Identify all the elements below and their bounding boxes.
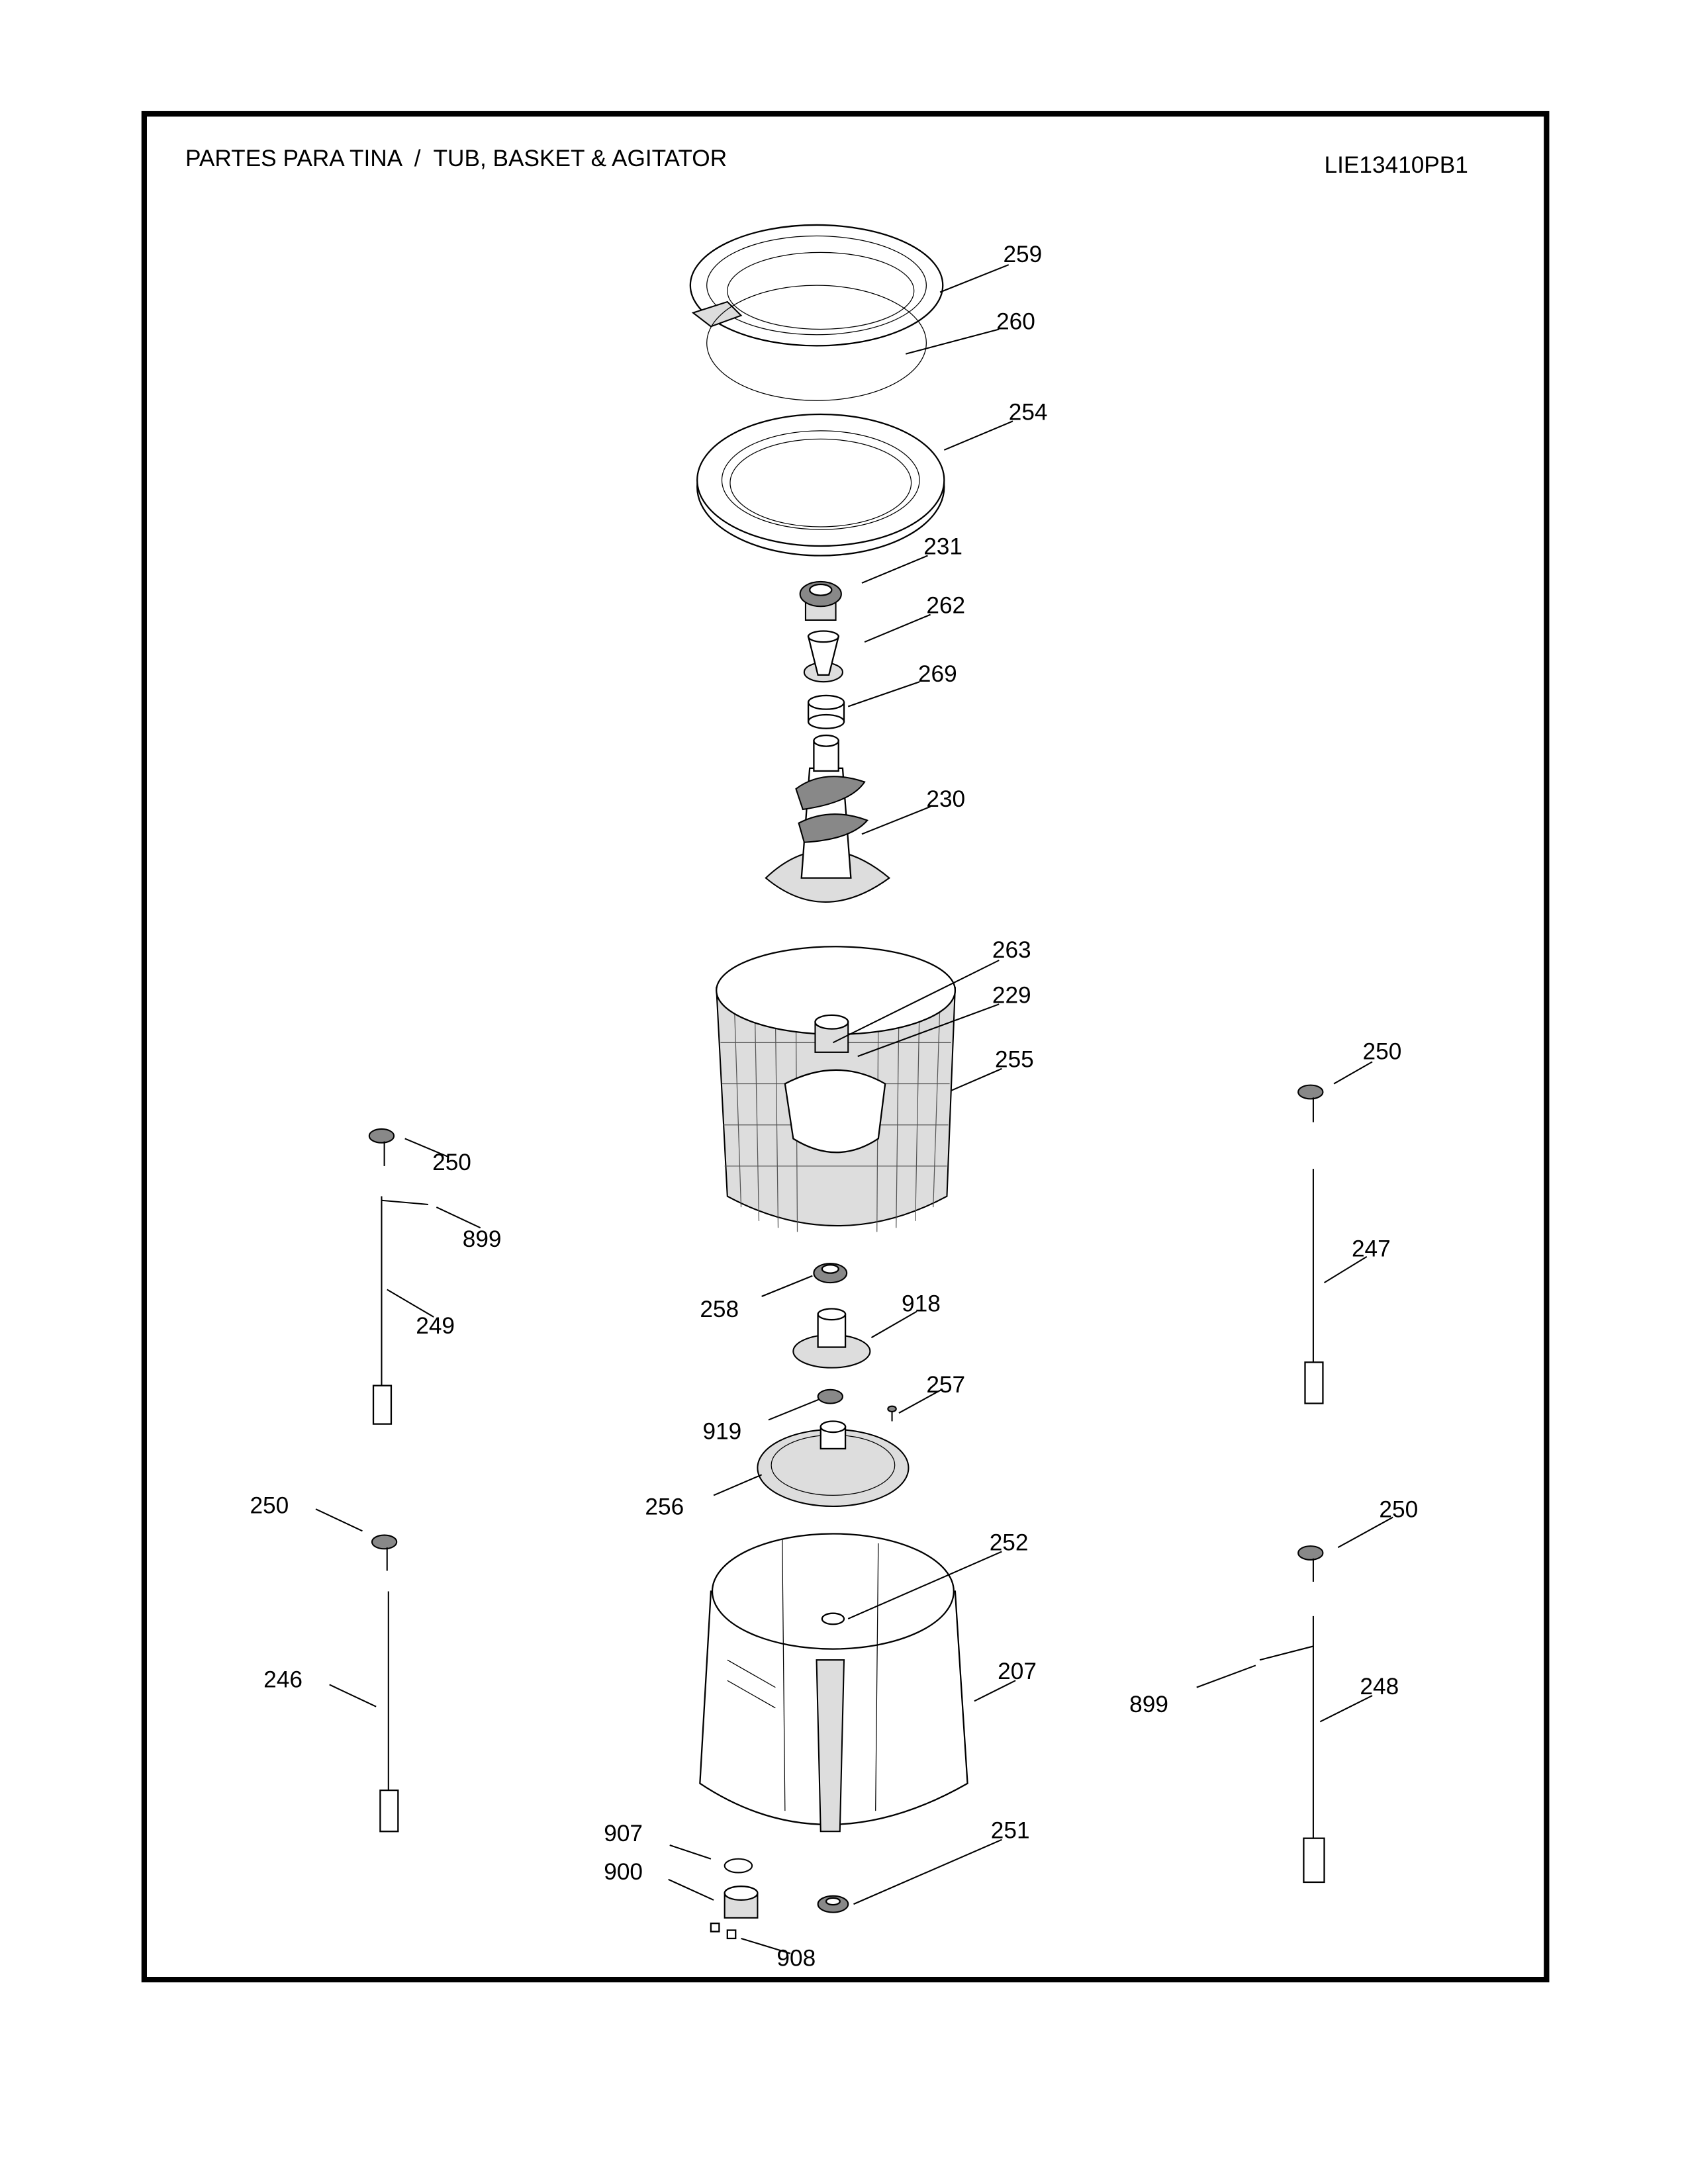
callout-259: 259 xyxy=(1003,242,1042,267)
callout-250-right-bottom: 250 xyxy=(1379,1497,1418,1523)
callout-907: 907 xyxy=(604,1821,643,1846)
callout-256: 256 xyxy=(645,1494,684,1520)
callout-251: 251 xyxy=(991,1818,1030,1844)
callout-labels: 259 260 254 231 262 269 230 263 229 255 … xyxy=(250,242,1418,1971)
callout-250-left-bottom: 250 xyxy=(250,1492,289,1518)
callout-249: 249 xyxy=(416,1313,455,1339)
part-260-gasket xyxy=(706,285,927,401)
part-249-suspension-rod xyxy=(368,1128,429,1425)
callout-919: 919 xyxy=(702,1418,741,1444)
part-262-cone xyxy=(803,630,843,683)
part-258-nut xyxy=(813,1263,848,1284)
callout-908: 908 xyxy=(776,1945,816,1971)
callout-250-left-top: 250 xyxy=(432,1150,471,1175)
callout-899-left: 899 xyxy=(463,1226,502,1252)
callout-231: 231 xyxy=(923,533,962,559)
part-257-screw xyxy=(887,1405,897,1422)
callout-258: 258 xyxy=(700,1297,739,1322)
diagram-title: PARTES PARA TINA / TUB, BASKET & AGITATO… xyxy=(185,146,727,171)
part-918-hub xyxy=(792,1308,871,1369)
part-907-o-ring xyxy=(724,1858,753,1874)
callout-257: 257 xyxy=(926,1372,965,1398)
part-251-seal xyxy=(817,1895,849,1913)
callout-260: 260 xyxy=(996,308,1035,334)
part-900-drain-valve xyxy=(724,1886,759,1919)
callout-247: 247 xyxy=(1352,1236,1391,1262)
part-231-agitator-cap xyxy=(799,580,842,621)
callout-262: 262 xyxy=(926,593,965,619)
part-256-flange xyxy=(757,1420,910,1508)
part-248-suspension-rod xyxy=(1259,1545,1325,1884)
diagram-frame xyxy=(141,111,1550,1983)
callout-229: 229 xyxy=(992,982,1031,1008)
part-255-basket xyxy=(716,946,957,1232)
callout-255: 255 xyxy=(995,1047,1034,1073)
callout-252: 252 xyxy=(990,1529,1029,1555)
callout-230: 230 xyxy=(926,786,965,812)
part-254-balance-ring xyxy=(696,413,945,557)
callout-248: 248 xyxy=(1360,1674,1399,1700)
leader-lines xyxy=(315,264,1393,1954)
callout-899-right: 899 xyxy=(1129,1692,1168,1717)
callout-263: 263 xyxy=(992,937,1031,963)
part-269-bushing xyxy=(807,694,845,729)
callout-900: 900 xyxy=(604,1859,643,1885)
part-919-washer xyxy=(817,1388,843,1404)
callout-269: 269 xyxy=(918,661,957,687)
callout-918: 918 xyxy=(902,1291,941,1317)
part-247-suspension-rod xyxy=(1297,1084,1324,1404)
part-908-clips xyxy=(710,1923,737,1940)
callout-250-right-top: 250 xyxy=(1363,1038,1402,1064)
part-230-agitator xyxy=(765,734,891,903)
part-246-suspension-rod xyxy=(371,1534,399,1833)
callout-246: 246 xyxy=(263,1667,303,1693)
part-207-outer-tub xyxy=(699,1533,968,1833)
callout-207: 207 xyxy=(998,1659,1037,1684)
callout-254: 254 xyxy=(1009,399,1048,425)
model-number: LIE13410PB1 xyxy=(1325,152,1468,178)
